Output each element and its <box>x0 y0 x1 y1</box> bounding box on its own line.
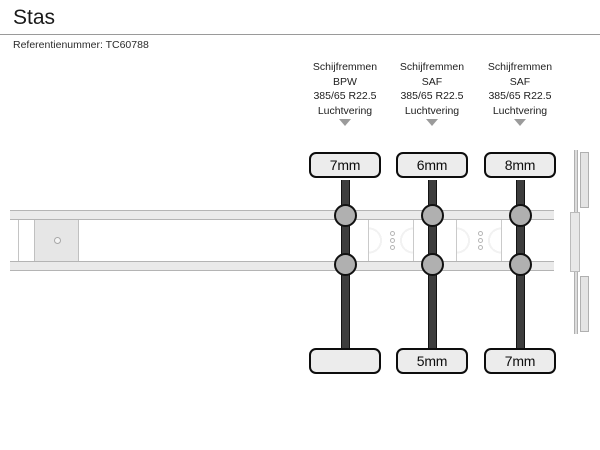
axle-spec-3: Schijfremmen SAF 385/65 R22.5 Luchtverin… <box>473 60 567 126</box>
hanger-body <box>368 220 414 261</box>
page-header: Stas Referentienummer: TC60788 <box>0 0 600 56</box>
axle-3-brand: SAF <box>509 75 531 88</box>
axle-2-brake-type: Schijfremmen <box>399 61 465 73</box>
axle-3-brake-type: Schijfremmen <box>487 61 553 73</box>
kingpin-circle-icon <box>54 237 61 244</box>
trailer-axle-diagram: Schijfremmen BPW 385/65 R22.5 Luchtverin… <box>0 56 600 450</box>
axle-1-brand: BPW <box>333 75 357 88</box>
axle-group-1: 7mm <box>298 152 392 374</box>
header-divider <box>0 34 600 35</box>
kingpin-plate <box>34 220 79 261</box>
rear-mudguard-flap-top <box>580 152 589 208</box>
axle-1-suspension: Luchtvering <box>317 104 373 117</box>
arrow-down-icon <box>514 119 526 126</box>
chassis-rail-bottom <box>10 261 554 271</box>
suspension-hanger-2 <box>456 220 502 261</box>
bolt-hole-icon <box>390 231 395 236</box>
page-title: Stas <box>13 6 56 29</box>
rear-mudguard-flap-bottom <box>580 276 589 332</box>
bolt-hole-icon <box>390 245 395 250</box>
tread-depth-axle-3-bottom[interactable]: 7mm <box>484 348 556 374</box>
wheel-hub-1-top <box>334 204 357 227</box>
wheel-hub-3-top <box>509 204 532 227</box>
tread-depth-axle-2-bottom[interactable]: 5mm <box>396 348 468 374</box>
wheel-hub-1-bottom <box>334 253 357 276</box>
tread-depth-axle-2-top[interactable]: 6mm <box>396 152 468 178</box>
bolt-hole-icon <box>478 238 483 243</box>
wheel-hub-2-bottom <box>421 253 444 276</box>
arrow-down-icon <box>426 119 438 126</box>
suspension-hanger-1 <box>368 220 414 261</box>
trailer-front-section <box>10 220 114 261</box>
reference-number: Referentienummer: TC60788 <box>13 39 149 51</box>
axle-1-tyre-size: 385/65 R22.5 <box>313 90 377 102</box>
axle-group-3: 8mm 7mm <box>473 152 567 374</box>
axle-3-tyre-size: 385/65 R22.5 <box>488 90 552 102</box>
rear-center-block <box>570 212 580 272</box>
axle-spec-1: Schijfremmen BPW 385/65 R22.5 Luchtverin… <box>298 60 392 126</box>
chassis-rail-top <box>10 210 554 220</box>
tread-depth-axle-3-top[interactable]: 8mm <box>484 152 556 178</box>
trailer-chassis <box>10 210 554 272</box>
bolt-hole-icon <box>478 231 483 236</box>
axle-2-tyre-size: 385/65 R22.5 <box>400 90 464 102</box>
tread-depth-axle-1-bottom[interactable] <box>309 348 381 374</box>
front-divider-line <box>18 220 19 261</box>
axle-group-2: 6mm 5mm <box>385 152 479 374</box>
bolt-hole-icon <box>478 245 483 250</box>
hanger-body <box>456 220 502 261</box>
rear-assembly <box>566 150 596 334</box>
axle-spec-2: Schijfremmen SAF 385/65 R22.5 Luchtverin… <box>385 60 479 126</box>
axle-3-suspension: Luchtvering <box>492 104 548 117</box>
bolt-hole-icon <box>390 238 395 243</box>
axle-2-brand: SAF <box>421 75 443 88</box>
arrow-down-icon <box>339 119 351 126</box>
axle-1-brake-type: Schijfremmen <box>312 61 378 73</box>
axle-2-suspension: Luchtvering <box>404 104 460 117</box>
wheel-hub-2-top <box>421 204 444 227</box>
wheel-hub-3-bottom <box>509 253 532 276</box>
tread-depth-axle-1-top[interactable]: 7mm <box>309 152 381 178</box>
